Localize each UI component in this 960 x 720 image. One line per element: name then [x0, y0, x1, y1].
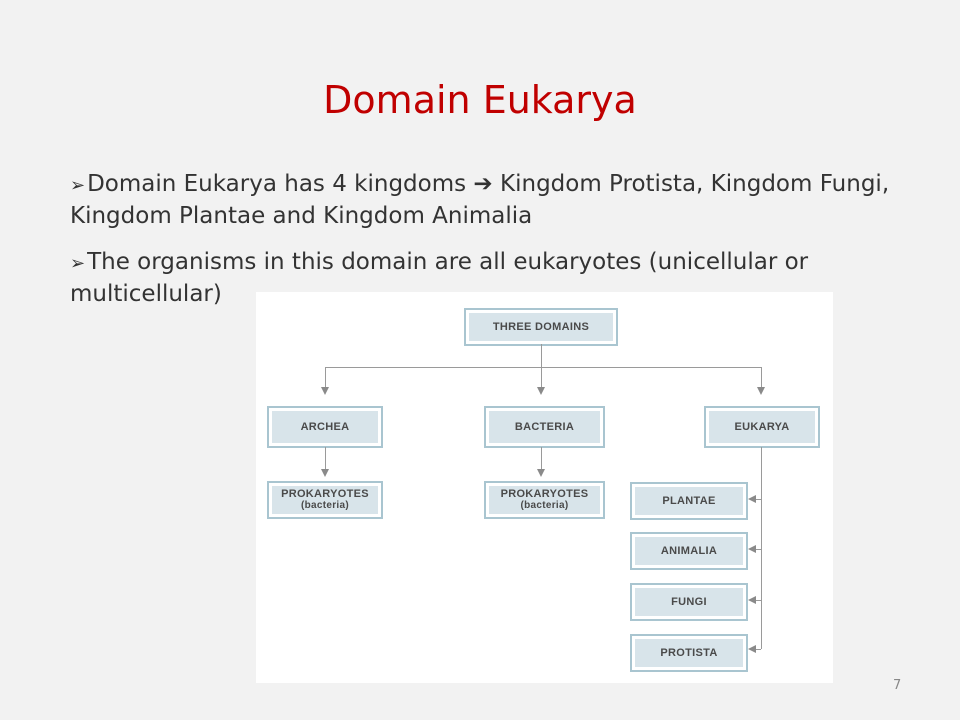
box-archea-label: ARCHEA	[300, 420, 350, 433]
box-eukarya: EUKARYA	[704, 406, 820, 448]
box-animalia: ANIMALIA	[630, 532, 748, 570]
connector	[756, 600, 761, 601]
arrowhead-icon	[748, 545, 756, 553]
box-prokaryotes-archea-line2: (bacteria)	[300, 500, 349, 511]
arrowhead-icon	[748, 495, 756, 503]
connector	[756, 649, 761, 650]
bullet-1: ➢Domain Eukarya has 4 kingdoms ➔ Kingdom…	[70, 169, 890, 232]
bullet-2-text: The organisms in this domain are all euk…	[70, 249, 809, 307]
bullet-arrow-icon: ➢	[70, 175, 86, 196]
arrowhead-icon	[321, 387, 329, 395]
box-prokaryotes-bacteria-line1: PROKARYOTES	[500, 488, 589, 500]
box-fungi: FUNGI	[630, 583, 748, 621]
box-three-domains: THREE DOMAINS	[464, 308, 618, 346]
connector	[756, 549, 761, 550]
box-plantae: PLANTAE	[630, 482, 748, 520]
box-prokaryotes-bacteria-line2: (bacteria)	[520, 500, 569, 511]
box-plantae-label: PLANTAE	[662, 494, 716, 507]
connector	[761, 447, 762, 649]
connector	[325, 447, 326, 469]
box-fungi-label: FUNGI	[671, 595, 707, 608]
arrowhead-icon	[321, 469, 329, 477]
bullet-1-text-post: Kingdom Protista, Kingdom Fungi, Kingdom…	[70, 171, 890, 229]
page-number: 7	[893, 678, 902, 693]
box-prokaryotes-archea-line1: PROKARYOTES	[281, 488, 369, 500]
arrowhead-icon	[537, 469, 545, 477]
box-prokaryotes-bacteria: PROKARYOTES (bacteria)	[484, 481, 605, 519]
box-animalia-label: ANIMALIA	[660, 544, 718, 557]
right-arrow-icon: ➔	[473, 171, 493, 197]
connector	[541, 344, 542, 367]
arrowhead-icon	[537, 387, 545, 395]
connector	[541, 447, 542, 469]
box-bacteria-label: BACTERIA	[514, 420, 575, 433]
arrowhead-icon	[757, 387, 765, 395]
bullet-1-text-pre: Domain Eukarya has 4 kingdoms	[87, 171, 474, 197]
bullet-2: ➢The organisms in this domain are all eu…	[70, 247, 890, 310]
connector	[756, 499, 761, 500]
box-prokaryotes-archea: PROKARYOTES (bacteria)	[267, 481, 383, 519]
connector	[541, 367, 542, 387]
box-archea: ARCHEA	[267, 406, 383, 448]
box-protista: PROTISTA	[630, 634, 748, 672]
connector	[325, 367, 762, 368]
connector	[325, 367, 326, 387]
connector	[761, 367, 762, 387]
domains-diagram: THREE DOMAINS ARCHEA BACTERIA EUKARYA PR…	[256, 292, 833, 683]
box-protista-label: PROTISTA	[660, 646, 718, 659]
slide-title: Domain Eukarya	[323, 78, 637, 122]
bullet-arrow-icon: ➢	[70, 253, 86, 274]
arrowhead-icon	[748, 645, 756, 653]
box-eukarya-label: EUKARYA	[734, 420, 790, 433]
box-bacteria: BACTERIA	[484, 406, 605, 448]
arrowhead-icon	[748, 596, 756, 604]
box-three-domains-label: THREE DOMAINS	[492, 320, 590, 333]
